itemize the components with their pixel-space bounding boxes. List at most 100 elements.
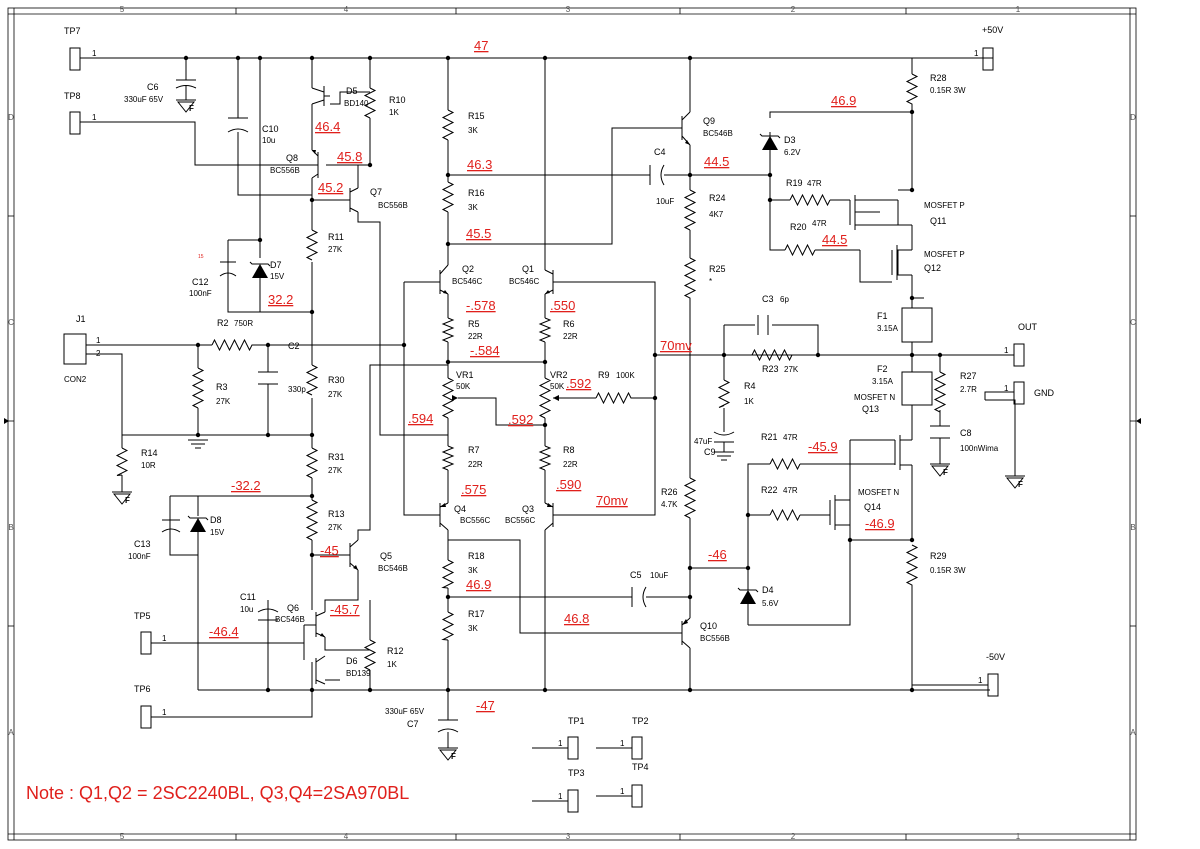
capacitor-c11 bbox=[257, 600, 279, 621]
capacitor-c8 bbox=[930, 425, 950, 439]
zone-label-side: D bbox=[8, 113, 14, 122]
label-con2: CON2 bbox=[64, 375, 87, 384]
pin-number: 1 bbox=[978, 676, 983, 685]
ref-c10: C10 bbox=[262, 124, 279, 134]
resistor-r18 bbox=[441, 559, 455, 589]
value-r8: 22R bbox=[563, 460, 578, 469]
value-r6: 22R bbox=[563, 332, 578, 341]
resistor-r21 bbox=[769, 457, 801, 471]
type-q14: MOSFET N bbox=[858, 488, 899, 497]
ref-r22: R22 bbox=[761, 485, 778, 495]
zener-d3 bbox=[759, 133, 781, 175]
voltage-label: .550 bbox=[550, 298, 575, 313]
zone-label-side: B bbox=[1130, 523, 1135, 532]
pin-number: 1 bbox=[162, 708, 167, 717]
ref-r28: R28 bbox=[930, 73, 947, 83]
value-c13: 100nF bbox=[128, 552, 151, 561]
label-plus50: +50V bbox=[982, 25, 1003, 35]
voltage-label: -.578 bbox=[466, 298, 496, 313]
ref-r7: R7 bbox=[468, 445, 480, 455]
value-vr2: 50K bbox=[550, 382, 565, 391]
ref-r16: R16 bbox=[468, 188, 485, 198]
ref-r26: R26 bbox=[661, 487, 678, 497]
value-r4: 1K bbox=[744, 397, 754, 406]
ref-r15: R15 bbox=[468, 111, 485, 121]
pin-number: 1 bbox=[162, 634, 167, 643]
capacitor-c12 bbox=[219, 261, 237, 277]
capacitor-c3 bbox=[757, 315, 769, 335]
ref-q4: Q4 bbox=[454, 504, 466, 514]
transistor-d6 bbox=[315, 655, 326, 685]
pin-number: 1 bbox=[1004, 346, 1009, 355]
resistor-r3 bbox=[191, 367, 205, 409]
ground-icon bbox=[714, 451, 734, 461]
resistor-r26 bbox=[683, 477, 697, 519]
ground-icon bbox=[930, 463, 950, 477]
resistor-r5 bbox=[441, 317, 455, 343]
value-q4: BC556C bbox=[460, 516, 490, 525]
value-q7: BC556B bbox=[378, 201, 408, 210]
transistor-d5 bbox=[311, 86, 330, 106]
value-c8: 100nWima bbox=[960, 444, 999, 453]
pin-number: 1 bbox=[620, 787, 625, 796]
connector-j1 bbox=[63, 333, 87, 365]
ref-q3: Q3 bbox=[522, 504, 534, 514]
capacitor-c9 bbox=[713, 431, 735, 452]
zone-label-top: 5 bbox=[120, 5, 125, 14]
zener-d8 bbox=[187, 515, 209, 532]
ref-r10: R10 bbox=[389, 95, 406, 105]
resistor-r31 bbox=[305, 447, 319, 479]
zone-label-bottom: 2 bbox=[791, 832, 796, 841]
ref-d8: D8 bbox=[210, 515, 222, 525]
value-r20: 47R bbox=[812, 219, 827, 228]
resistor-r15 bbox=[441, 109, 455, 141]
ref-c12: C12 bbox=[192, 277, 209, 287]
value-q2: BC546C bbox=[452, 277, 482, 286]
value-d7: 15V bbox=[270, 272, 285, 281]
value-r7: 22R bbox=[468, 460, 483, 469]
value-r24: 4K7 bbox=[709, 210, 724, 219]
value-c6: 330uF 65V bbox=[124, 95, 164, 104]
capacitor-c7 bbox=[437, 719, 459, 733]
ref-c4: C4 bbox=[654, 147, 666, 157]
capacitor-c10 bbox=[227, 117, 249, 133]
type-q12: MOSFET P bbox=[924, 250, 965, 259]
connector-tp3 bbox=[567, 789, 579, 813]
label-tp1: TP1 bbox=[568, 716, 585, 726]
capacitor-c4 bbox=[649, 164, 665, 186]
connector-tp7 bbox=[69, 47, 81, 71]
resistor-r10 bbox=[363, 87, 377, 119]
resistor-r13 bbox=[305, 499, 319, 541]
label-tp3: TP3 bbox=[568, 768, 585, 778]
ref-c11: C11 bbox=[240, 592, 256, 602]
type-q11: MOSFET P bbox=[924, 201, 965, 210]
ref-r12: R12 bbox=[387, 646, 404, 656]
resistor-r25 bbox=[683, 257, 697, 300]
voltage-annotations: 47 46.4 45.8 45.2 32.2 -32.2 -45 -45.7 -… bbox=[198, 38, 895, 713]
pin-number: 1 bbox=[974, 49, 979, 58]
resistor-r16 bbox=[441, 181, 455, 213]
ref-d6: D6 bbox=[346, 656, 358, 666]
ref-c8: C8 bbox=[960, 428, 972, 438]
capacitor-c2 bbox=[258, 371, 278, 385]
resistor-r30 bbox=[305, 364, 319, 396]
pin-number: 1 bbox=[558, 792, 563, 801]
connector-out bbox=[1013, 343, 1025, 367]
connector-labels: TP7 TP8 J1 CON2 TP5 TP6 +50V OUT GND -50… bbox=[64, 25, 1055, 801]
value-q3: BC556C bbox=[505, 516, 535, 525]
zener-d4 bbox=[737, 587, 759, 604]
voltage-label: -45.7 bbox=[330, 602, 360, 617]
ref-r30: R30 bbox=[328, 375, 345, 385]
ref-r5: R5 bbox=[468, 319, 480, 329]
resistor-r19 bbox=[789, 193, 831, 207]
ground-icon bbox=[188, 439, 208, 449]
voltage-label: .592 bbox=[566, 376, 591, 391]
value-c4: 10uF bbox=[656, 197, 674, 206]
resistor-r8 bbox=[538, 445, 552, 471]
zone-label-top: 2 bbox=[791, 5, 796, 14]
resistor-r11 bbox=[305, 229, 319, 261]
zone-label-side: A bbox=[1130, 728, 1136, 737]
zone-label-top: 4 bbox=[344, 5, 349, 14]
value-c7: 330uF 65V bbox=[385, 707, 425, 716]
mosfet-q12 bbox=[891, 245, 913, 280]
